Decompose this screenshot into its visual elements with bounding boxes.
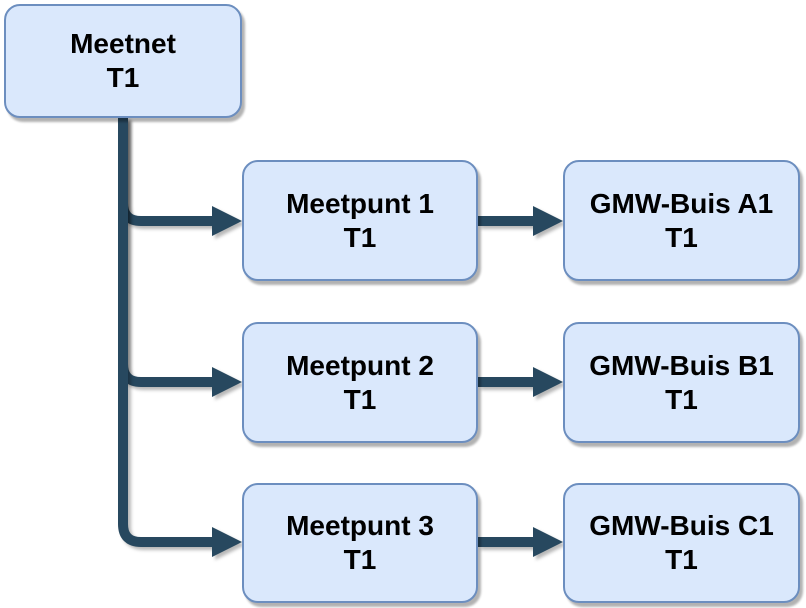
edge-meetnet-meetpunt2[interactable] bbox=[118, 118, 242, 397]
node-version-label: T1 bbox=[665, 221, 698, 253]
edge-line bbox=[118, 118, 213, 547]
node-version-label: T1 bbox=[665, 383, 698, 415]
node-label: GMW-Buis B1 bbox=[589, 349, 774, 381]
edge-meetnet-meetpunt1[interactable] bbox=[118, 118, 242, 236]
node-label: Meetpunt 2 bbox=[286, 349, 434, 381]
node-meetpunt3[interactable]: Meetpunt 3 T1 bbox=[242, 483, 478, 603]
arrowhead-icon bbox=[533, 527, 563, 557]
edge-meetpunt3-gmw-c1[interactable] bbox=[478, 527, 563, 557]
arrowhead-icon bbox=[212, 206, 242, 236]
node-version-label: T1 bbox=[343, 383, 377, 415]
arrowhead-icon bbox=[533, 367, 563, 397]
arrowhead-icon bbox=[533, 206, 563, 236]
node-version-label: T1 bbox=[343, 544, 377, 575]
node-label: Meetpunt 3 bbox=[286, 510, 434, 541]
edge-line bbox=[118, 118, 213, 387]
node-label: Meetpunt 1 bbox=[286, 187, 434, 219]
node-version-label: T1 bbox=[665, 544, 698, 575]
node-gmw-buis-b1[interactable]: GMW-Buis B1 T1 bbox=[563, 322, 800, 443]
edge-meetpunt1-gmw-a1[interactable] bbox=[478, 206, 563, 236]
node-gmw-buis-c1[interactable]: GMW-Buis C1 T1 bbox=[563, 483, 800, 603]
node-label: GMW-Buis C1 bbox=[589, 510, 774, 541]
arrowhead-icon bbox=[212, 367, 242, 397]
node-meetnet[interactable]: Meetnet T1 bbox=[4, 4, 242, 118]
edge-meetnet-meetpunt3[interactable] bbox=[118, 118, 242, 557]
node-version-label: T1 bbox=[106, 62, 140, 93]
node-label: Meetnet bbox=[70, 28, 176, 59]
node-meetpunt1[interactable]: Meetpunt 1 T1 bbox=[242, 160, 478, 281]
node-version-label: T1 bbox=[343, 221, 377, 253]
node-gmw-buis-a1[interactable]: GMW-Buis A1 T1 bbox=[563, 160, 800, 281]
node-meetpunt2[interactable]: Meetpunt 2 T1 bbox=[242, 322, 478, 443]
arrowhead-icon bbox=[212, 527, 242, 557]
edge-line bbox=[118, 118, 213, 226]
edge-meetpunt2-gmw-b1[interactable] bbox=[478, 367, 563, 397]
node-label: GMW-Buis A1 bbox=[589, 187, 774, 219]
